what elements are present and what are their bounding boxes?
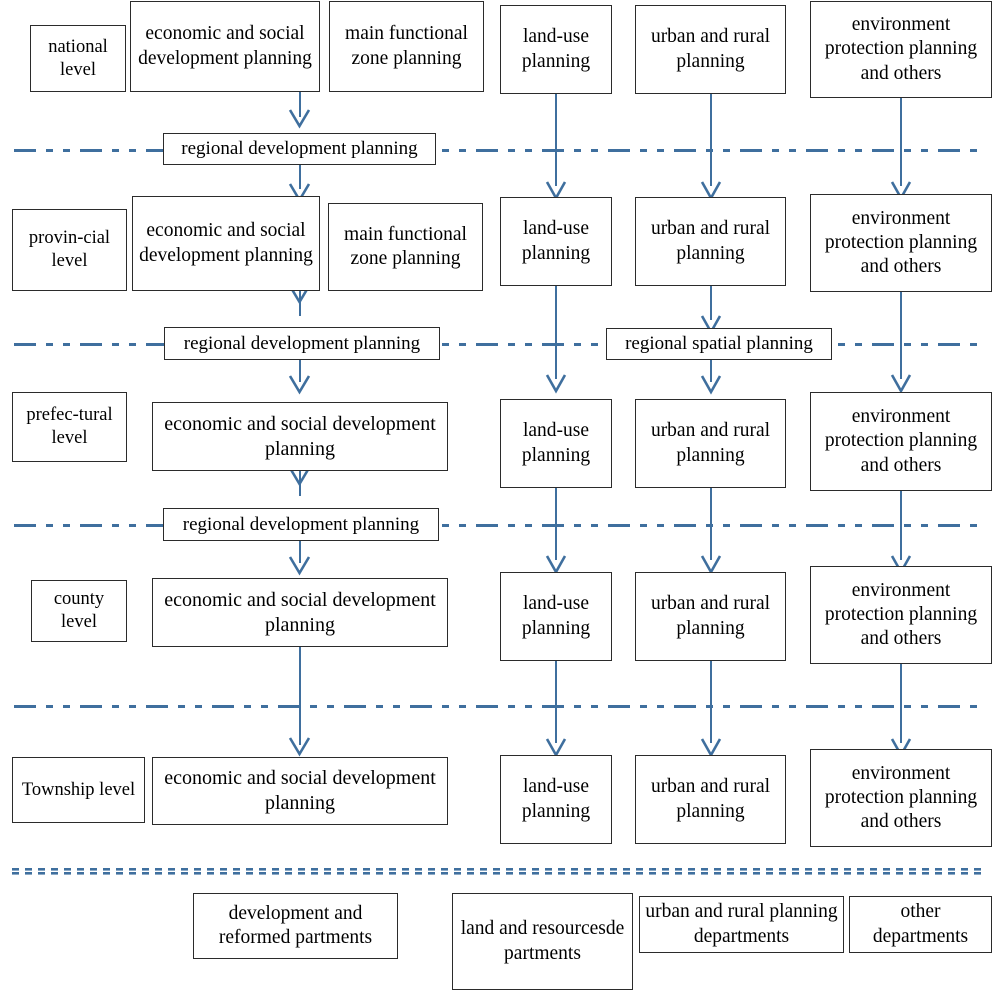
- box-department-land-resources: land and resourcesde partments: [452, 893, 633, 990]
- box-label: environment protection planning and othe…: [824, 406, 978, 476]
- connector-econ-prefectural-to-rdp: [299, 471, 302, 496]
- box-national-land-use-planning: land-use planning: [500, 5, 612, 94]
- box-label: urban and rural planning departments: [645, 901, 838, 947]
- connector-urban-national-to-provincial: [710, 94, 713, 186]
- level-label-provincial-text: provin-cial level: [28, 228, 111, 271]
- box-label: other departments: [872, 901, 969, 947]
- box-provincial-economic-social-development-planning: economic and social development planning: [132, 196, 320, 291]
- connector-land-provincial-to-prefectural: [555, 286, 558, 379]
- box-department-other: other departments: [849, 896, 992, 953]
- box-label: land-use planning: [521, 420, 591, 466]
- box-regional-development-planning-national: regional development planning: [163, 133, 436, 165]
- level-label-national-text: national level: [48, 36, 108, 80]
- connector-urban-county-to-township: [710, 661, 713, 743]
- box-regional-development-planning-provincial: regional development planning: [164, 327, 440, 360]
- connector-urban-prefectural-to-county: [710, 488, 713, 560]
- connector-land-national-to-provincial: [555, 94, 558, 186]
- box-prefectural-economic-social-development-planning: economic and social development planning: [152, 402, 448, 471]
- box-label: environment protection planning and othe…: [824, 14, 978, 84]
- level-label-provincial: provin-cial level: [12, 209, 127, 291]
- connector-econ-national-to-rdp: [299, 92, 302, 117]
- box-label: main functional zone planning: [345, 23, 468, 69]
- box-label: land-use planning: [521, 776, 591, 822]
- departments-separator: [12, 868, 987, 875]
- level-label-county: county level: [31, 580, 127, 642]
- level-label-township: Township level: [12, 757, 145, 823]
- connector-econ-provincial-to-rdp: [299, 291, 302, 316]
- level-label-prefectural: prefec-tural level: [12, 392, 127, 462]
- box-label: land-use planning: [521, 26, 591, 72]
- box-label: land and resourcesde partments: [460, 918, 625, 964]
- box-label: regional development planning: [183, 332, 421, 354]
- box-label: economic and social development planning: [138, 23, 312, 69]
- box-township-urban-rural-planning: urban and rural planning: [635, 755, 786, 844]
- box-national-economic-social-development-planning: economic and social development planning: [130, 1, 320, 92]
- level-label-national: national level: [30, 25, 126, 92]
- box-label: economic and social development planning: [164, 767, 436, 814]
- box-label: economic and social development planning: [164, 588, 436, 636]
- box-prefectural-environment-protection-planning: environment protection planning and othe…: [810, 392, 992, 491]
- connector-urban-provincial-to-rsp: [710, 286, 713, 320]
- level-label-prefectural-text: prefec-tural level: [26, 405, 113, 448]
- box-label: main functional zone planning: [344, 223, 467, 269]
- box-provincial-urban-rural-planning: urban and rural planning: [635, 197, 786, 286]
- level-separator-county-township: [14, 705, 985, 708]
- box-label: environment protection planning and othe…: [824, 579, 978, 650]
- box-county-urban-rural-planning: urban and rural planning: [635, 572, 786, 661]
- box-provincial-main-functional-zone-planning: main functional zone planning: [328, 203, 483, 291]
- connector-env-national-to-provincial: [900, 98, 903, 186]
- box-label: development and reformed partments: [218, 902, 373, 948]
- level-separator-national-provincial: [14, 149, 985, 152]
- box-county-environment-protection-planning: environment protection planning and othe…: [810, 566, 992, 664]
- connector-rdp-to-econ-county: [299, 541, 302, 563]
- box-provincial-land-use-planning: land-use planning: [500, 197, 612, 286]
- box-township-land-use-planning: land-use planning: [500, 755, 612, 844]
- box-label: land-use planning: [521, 218, 591, 264]
- box-label: urban and rural planning: [650, 420, 771, 466]
- box-label: environment protection planning and othe…: [824, 762, 978, 833]
- level-separator-provincial-prefectural: [14, 343, 985, 346]
- box-regional-spatial-planning-provincial: regional spatial planning: [606, 328, 832, 360]
- box-label: regional development planning: [182, 513, 420, 535]
- connector-rdp-to-econ-provincial: [299, 165, 302, 189]
- box-prefectural-urban-rural-planning: urban and rural planning: [635, 399, 786, 488]
- box-prefectural-land-use-planning: land-use planning: [500, 399, 612, 488]
- level-label-township-text: Township level: [21, 779, 136, 800]
- connector-land-prefectural-to-county: [555, 488, 558, 560]
- box-label: regional development planning: [181, 138, 418, 160]
- level-label-county-text: county level: [53, 589, 105, 632]
- box-label: economic and social development planning: [139, 220, 313, 266]
- box-label: urban and rural planning: [650, 218, 771, 264]
- box-national-environment-protection-planning: environment protection planning and othe…: [810, 1, 992, 98]
- box-label: urban and rural planning: [650, 776, 771, 822]
- box-label: environment protection planning and othe…: [824, 207, 978, 278]
- box-county-economic-social-development-planning: economic and social development planning: [152, 578, 448, 647]
- box-label: economic and social development planning: [164, 412, 436, 460]
- box-regional-development-planning-prefectural: regional development planning: [163, 508, 439, 541]
- connector-rsp-to-urban-prefectural: [710, 360, 713, 382]
- box-label: regional spatial planning: [625, 333, 813, 355]
- box-provincial-environment-protection-planning: environment protection planning and othe…: [810, 194, 992, 292]
- box-national-urban-rural-planning: urban and rural planning: [635, 5, 786, 94]
- box-department-urban-rural-planning: urban and rural planning departments: [639, 896, 844, 953]
- connector-econ-county-to-township: [299, 647, 302, 745]
- connector-env-county-to-township: [900, 664, 903, 743]
- box-township-environment-protection-planning: environment protection planning and othe…: [810, 749, 992, 847]
- connector-env-prefectural-to-county: [900, 491, 903, 560]
- box-label: urban and rural planning: [650, 593, 771, 639]
- box-county-land-use-planning: land-use planning: [500, 572, 612, 661]
- box-label: urban and rural planning: [650, 26, 771, 72]
- box-national-main-functional-zone-planning: main functional zone planning: [329, 1, 484, 92]
- level-separator-prefectural-county: [14, 524, 985, 527]
- connector-rdp-to-econ-prefectural: [299, 360, 302, 382]
- connector-env-provincial-to-prefectural: [900, 292, 903, 379]
- box-township-economic-social-development-planning: economic and social development planning: [152, 757, 448, 825]
- box-label: land-use planning: [521, 593, 591, 639]
- box-department-development-reform: development and reformed partments: [193, 893, 398, 959]
- connector-land-county-to-township: [555, 661, 558, 743]
